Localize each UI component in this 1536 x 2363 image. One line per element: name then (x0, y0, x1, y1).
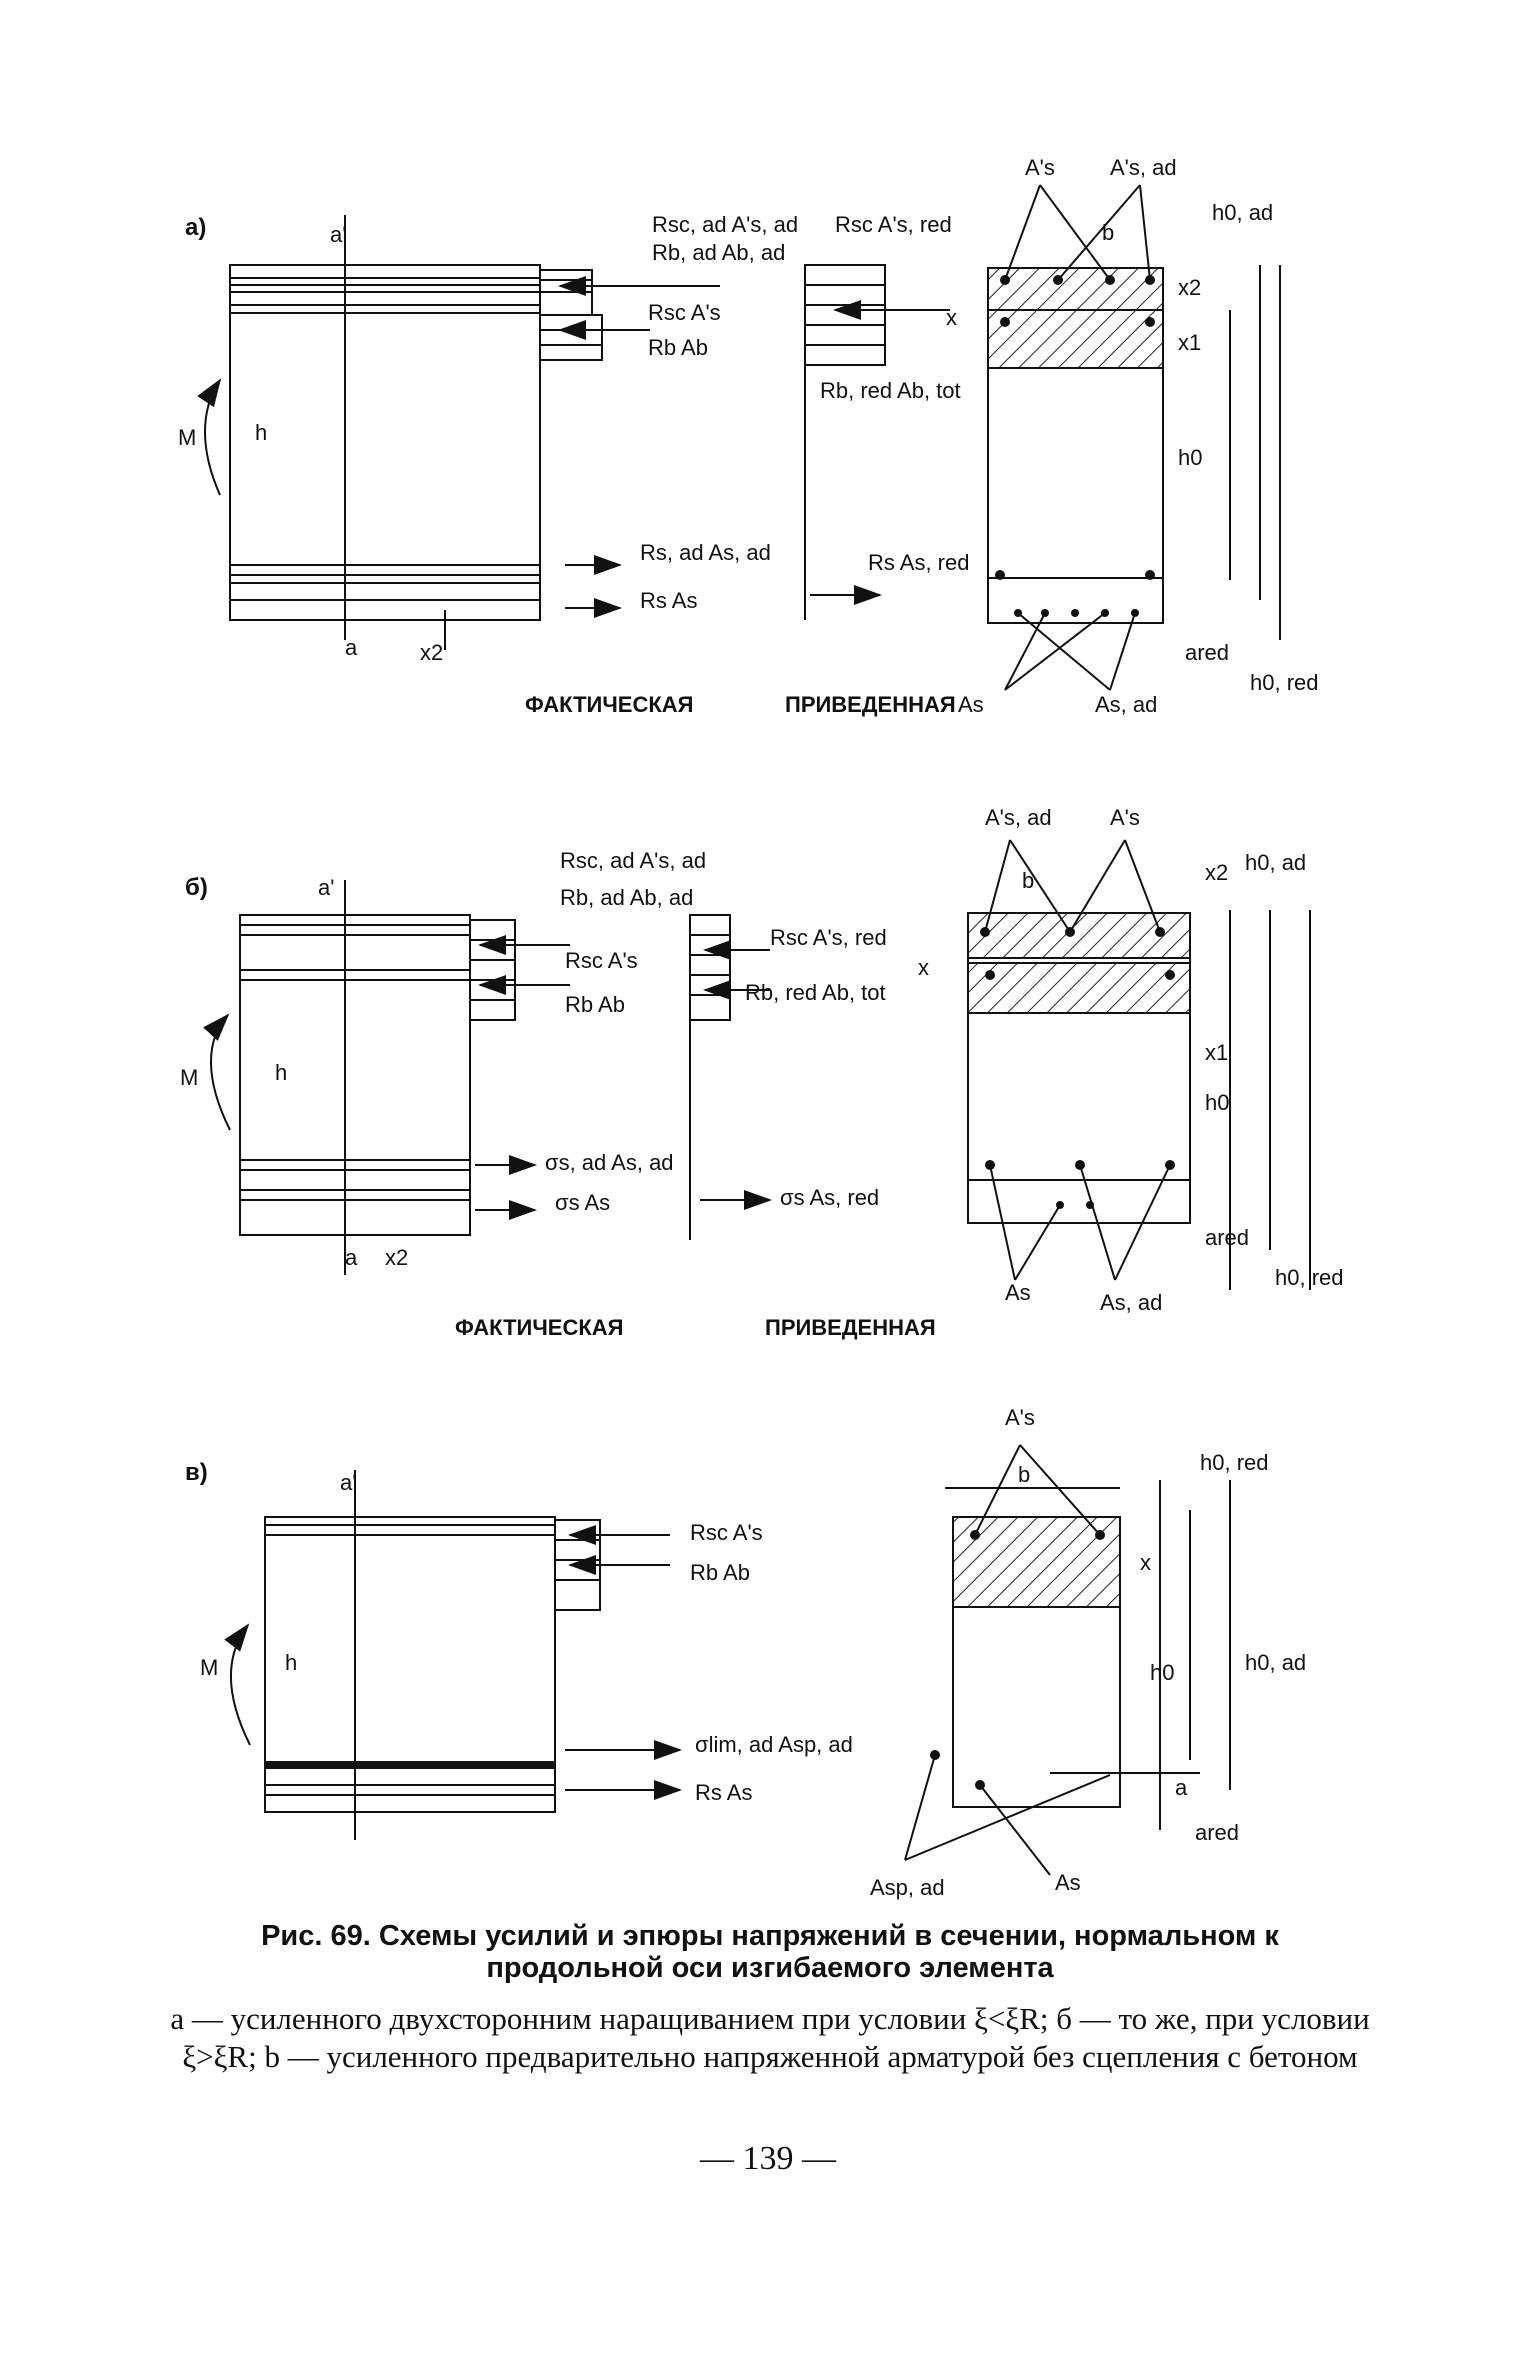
svg-text:a': a' (318, 875, 334, 900)
panel-b-element (239, 914, 471, 1236)
svg-text:x2: x2 (420, 640, 443, 665)
svg-text:As, ad: As, ad (1095, 692, 1157, 717)
svg-text:A's: A's (1005, 1405, 1035, 1430)
svg-text:h0, ad: h0, ad (1245, 850, 1306, 875)
svg-text:Rb, ad Ab, ad: Rb, ad Ab, ad (652, 240, 785, 265)
svg-text:ared: ared (1185, 640, 1229, 665)
svg-text:x1: x1 (1205, 1040, 1228, 1065)
svg-text:b: b (1018, 1462, 1030, 1487)
svg-text:Asp, ad: Asp, ad (870, 1875, 945, 1900)
svg-text:Rs, ad As, ad: Rs, ad As, ad (640, 540, 771, 565)
svg-text:Rb Ab: Rb Ab (690, 1560, 750, 1585)
panel-b: б) (185, 839, 1311, 1290)
page-number: — 139 — (700, 2140, 836, 2177)
svg-text:x: x (1140, 1550, 1151, 1575)
caption-reduced-a: ПРИВЕДЕННАЯ (785, 692, 956, 717)
svg-text:As, ad: As, ad (1100, 1290, 1162, 1315)
svg-text:Rsc A's, red: Rsc A's, red (835, 212, 952, 237)
svg-text:Rsc A's: Rsc A's (565, 948, 638, 973)
svg-text:M: M (178, 425, 196, 450)
svg-text:A's, ad: A's, ad (985, 805, 1052, 830)
svg-text:As: As (1055, 1870, 1081, 1895)
svg-text:Rb Ab: Rb Ab (565, 992, 625, 1017)
svg-text:A's: A's (1110, 805, 1140, 830)
svg-text:ared: ared (1195, 1820, 1239, 1845)
svg-text:h: h (255, 420, 267, 445)
svg-text:h0, red: h0, red (1250, 670, 1319, 695)
panel-c: в) (185, 1444, 1231, 1876)
panel-b-labels: Rsc, ad A's, ad Rb, ad Ab, ad Rsc A's Rb… (180, 805, 1344, 1340)
svg-text:x2: x2 (1205, 860, 1228, 885)
svg-text:σlim, ad Asp, ad: σlim, ad Asp, ad (695, 1732, 853, 1757)
svg-text:Rb, red Ab, tot: Rb, red Ab, tot (820, 378, 961, 403)
svg-text:A's, ad: A's, ad (1110, 155, 1177, 180)
svg-text:h0: h0 (1205, 1090, 1229, 1115)
figure-69-diagrams: а) (178, 155, 1344, 1900)
svg-text:Rb, ad Ab, ad: Rb, ad Ab, ad (560, 885, 693, 910)
figure-caption: Рис. 69. Схемы усилий и эпюры напряжений… (170, 1920, 1370, 2076)
caption-actual-a: ФАКТИЧЕСКАЯ (525, 692, 694, 717)
svg-text:Rb Ab: Rb Ab (648, 335, 708, 360)
svg-text:Rsc, ad A's, ad: Rsc, ad A's, ad (652, 212, 798, 237)
svg-text:Rs As, red: Rs As, red (868, 550, 969, 575)
svg-text:a': a' (330, 222, 346, 247)
svg-text:Rsc A's, red: Rsc A's, red (770, 925, 887, 950)
svg-text:b: b (1022, 868, 1034, 893)
svg-text:M: M (180, 1065, 198, 1090)
caption-title: Рис. 69. Схемы усилий и эпюры напряжений… (261, 1920, 1279, 1984)
svg-text:Rs As: Rs As (695, 1780, 752, 1805)
svg-text:Rb, red Ab, tot: Rb, red Ab, tot (745, 980, 886, 1005)
svg-text:As: As (1005, 1280, 1031, 1305)
svg-text:a: a (1175, 1775, 1188, 1800)
svg-text:h: h (275, 1060, 287, 1085)
moment-arrow-icon (197, 378, 222, 496)
svg-text:a: a (345, 635, 358, 660)
panel-a-element (229, 264, 541, 621)
svg-text:ared: ared (1205, 1225, 1249, 1250)
caption-reduced-b: ПРИВЕДЕННАЯ (765, 1315, 936, 1340)
svg-text:a': a' (340, 1470, 356, 1495)
svg-text:h0: h0 (1150, 1660, 1174, 1685)
svg-text:x: x (946, 305, 957, 330)
panel-a-letter: а) (185, 214, 206, 241)
caption-text: а — усиленного двухсторонним наращивание… (170, 2001, 1370, 2074)
svg-text:h0, red: h0, red (1200, 1450, 1269, 1475)
moment-arrow-icon (224, 1623, 251, 1746)
svg-text:σs, ad As, ad: σs, ad As, ad (545, 1150, 674, 1175)
svg-text:Rs As: Rs As (640, 588, 697, 613)
moment-arrow-icon (203, 1013, 231, 1131)
svg-text:M: M (200, 1655, 218, 1680)
svg-text:x1: x1 (1178, 330, 1201, 355)
svg-text:h: h (285, 1650, 297, 1675)
svg-text:h0, red: h0, red (1275, 1265, 1344, 1290)
svg-text:x2: x2 (385, 1245, 408, 1270)
panel-a-labels: Rsc, ad A's, ad Rb, ad Ab, ad Rsc A's Rb… (178, 155, 1319, 717)
svg-text:σs As, red: σs As, red (780, 1185, 879, 1210)
svg-text:Rsc, ad A's, ad: Rsc, ad A's, ad (560, 848, 706, 873)
panel-c-labels: Rsc A's Rb Ab σlim, ad Asp, ad Rs As A's… (200, 1405, 1306, 1900)
panel-b-cross-section (967, 912, 1191, 1224)
svg-text:h0, ad: h0, ad (1245, 1650, 1306, 1675)
svg-text:A's: A's (1025, 155, 1055, 180)
svg-text:b: b (1102, 220, 1114, 245)
svg-text:As: As (958, 692, 984, 717)
caption-actual-b: ФАКТИЧЕСКАЯ (455, 1315, 624, 1340)
svg-text:Rsc A's: Rsc A's (690, 1520, 763, 1545)
svg-text:Rsc A's: Rsc A's (648, 300, 721, 325)
svg-text:h0, ad: h0, ad (1212, 200, 1273, 225)
panel-b-letter: б) (185, 874, 208, 901)
panel-c-letter: в) (185, 1459, 208, 1486)
svg-text:a: a (345, 1245, 358, 1270)
svg-text:h0: h0 (1178, 445, 1202, 470)
panel-a: а) (185, 184, 1281, 691)
panel-c-element (264, 1516, 556, 1813)
svg-text:σs As: σs As (555, 1190, 610, 1215)
svg-text:x: x (918, 955, 929, 980)
svg-text:x2: x2 (1178, 275, 1201, 300)
